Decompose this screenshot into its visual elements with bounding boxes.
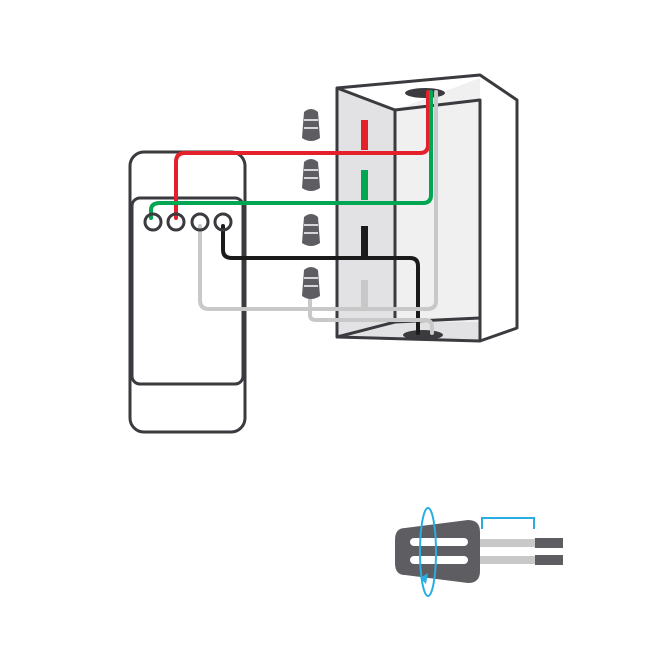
detail-wire-top [478, 539, 538, 547]
detail-nut-body [395, 520, 480, 583]
detail-wire-top-end [535, 538, 563, 548]
dimmer-switch-icon [130, 152, 245, 432]
dimmer-face-plate [132, 198, 243, 384]
detail-nut-groove-bottom [410, 556, 468, 564]
box-top-knockout [405, 88, 445, 98]
wire-nut-shell [302, 109, 320, 141]
box-load-stub [361, 226, 368, 256]
detail-wire-bottom [478, 556, 538, 564]
box-ground-stub [361, 170, 368, 200]
wire-nut-shell [302, 159, 320, 191]
wire-nut-hot [302, 109, 320, 141]
dimmer-terminals [145, 214, 231, 230]
wire-nut-ground [302, 159, 320, 191]
box-right-wall [480, 78, 517, 341]
wire-nut-neutral [302, 267, 320, 299]
box-hot-stub [361, 120, 368, 150]
strip-length-bracket [482, 518, 534, 529]
dimmer-body [130, 152, 245, 432]
wire-nut-detail [395, 508, 563, 596]
detail-nut-groove-top [410, 538, 468, 546]
detail-wire-bottom-end [535, 555, 563, 565]
wire-nut-load [302, 214, 320, 246]
box-neutral-stub [361, 280, 368, 308]
wire-nut-shell [302, 267, 320, 299]
wire-nut-shell [302, 214, 320, 246]
box-bottom-knockout [403, 330, 443, 340]
